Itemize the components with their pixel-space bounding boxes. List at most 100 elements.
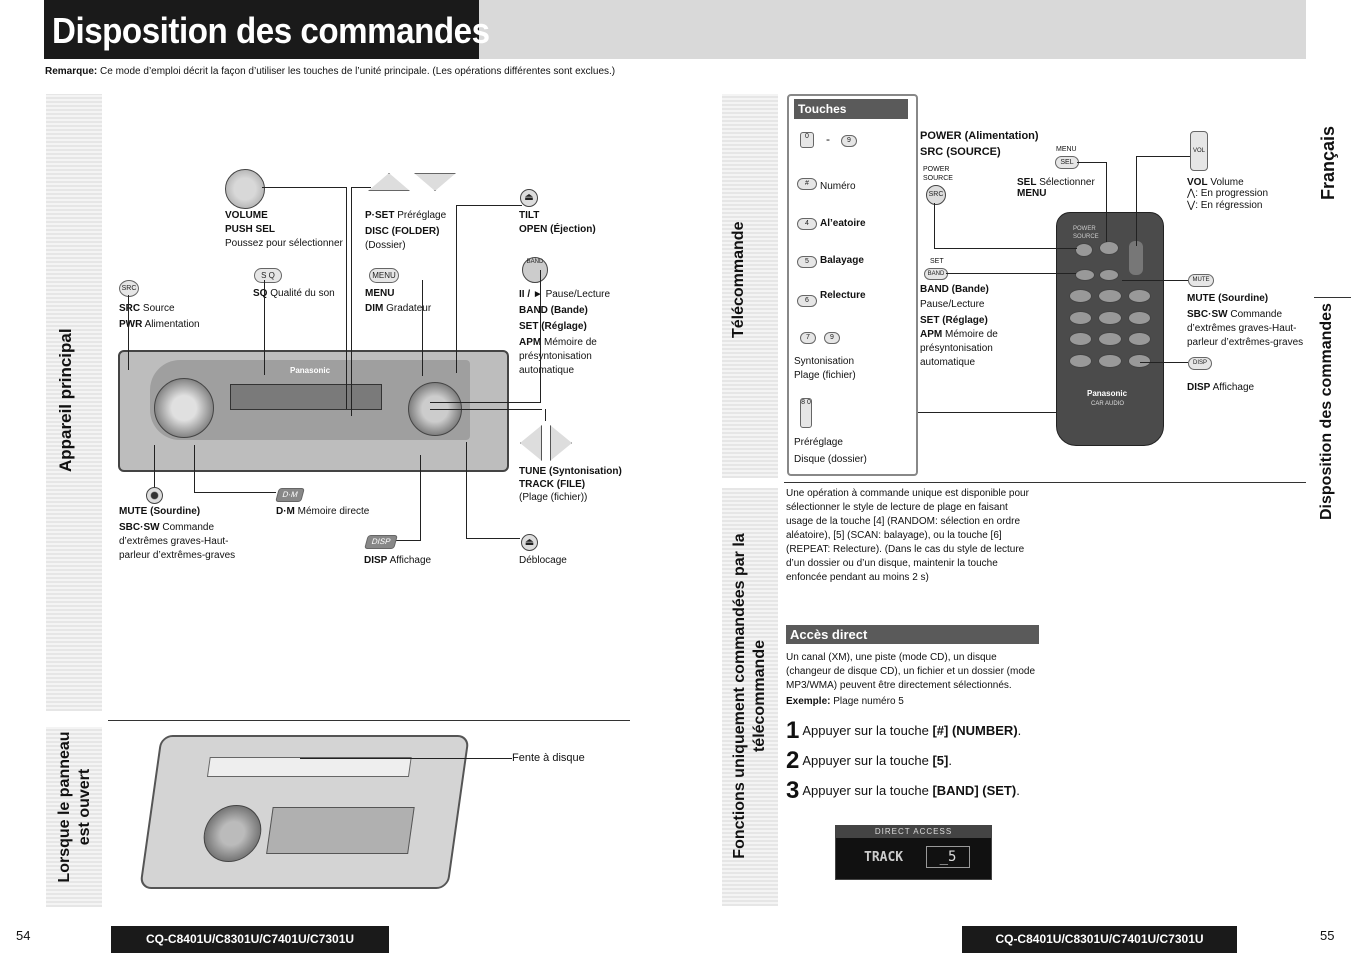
- key-scan-icon: 5: [797, 256, 817, 268]
- sq-button-icon: S Q: [254, 268, 282, 283]
- dm-button-icon: D·M: [275, 488, 305, 502]
- direct-access-example: Exemple: Plage numéro 5: [786, 696, 904, 707]
- key-repeat-icon: 6: [797, 295, 817, 307]
- label-vol-down: ⋁: En régression: [1187, 200, 1263, 211]
- key-number-icon: #: [797, 178, 817, 190]
- key-random-icon: 4: [797, 218, 817, 230]
- preset-down-button-icon: [414, 173, 456, 191]
- preset-up-button-icon: [368, 173, 410, 191]
- open-panel-knob-icon: [199, 805, 265, 862]
- label-tune: TUNE (Syntonisation): [519, 466, 622, 477]
- label-release: Déblocage: [519, 555, 567, 566]
- remark-text: Ce mode d’emploi décrit la façon d’utili…: [97, 66, 616, 77]
- label-remote-mute: MUTE (Sourdine): [1187, 293, 1269, 304]
- label-plage: Plage (fichier): [794, 370, 856, 381]
- label-remote-apm: APM Mémoire de présyntonisation automati…: [920, 329, 998, 368]
- label-pause: II / ► Pause/Lecture: [519, 289, 611, 300]
- key-8-0-icon: 8 0: [800, 398, 812, 428]
- label-push-sel: PUSH SEL: [225, 224, 276, 235]
- src-button-icon: SRC: [119, 280, 139, 297]
- label-prereglage: Préréglage: [794, 437, 843, 448]
- remote-vol-button-icon: VOL: [1190, 131, 1208, 171]
- label-disc: DISC (FOLDER): [365, 226, 440, 237]
- volume-knob-icon: [225, 169, 265, 209]
- release-icon: ⏏: [521, 534, 538, 551]
- remote-drawing-band: [1075, 269, 1095, 281]
- remote-illustration: POWER SOURCE Panasonic CAR AUDIO: [1056, 212, 1164, 446]
- power-source-caption: POWER SOURCE: [923, 166, 953, 182]
- numeric-keys-head: Touches numériques: [794, 99, 908, 136]
- label-remote-set: SET (Réglage): [920, 315, 988, 326]
- footer-model-right: CQ-C8401U/C8301U/C7401U/C7301U: [962, 926, 1237, 953]
- key-9-icon: 9: [841, 135, 857, 147]
- remote-brand: Panasonic: [1087, 389, 1128, 398]
- label-remote-pause: Pause/Lecture: [920, 299, 985, 310]
- label-disc-slot: Fente à disque: [512, 752, 585, 764]
- key-9b-icon: 9: [824, 332, 840, 344]
- eject-icon: ⏏: [520, 189, 538, 207]
- remote-drawing-mute: [1099, 269, 1119, 281]
- lcd-head: DIRECT ACCESS: [836, 826, 991, 838]
- key-7-icon: 7: [800, 332, 816, 344]
- remark: Remarque: Ce mode d’emploi décrit la faç…: [45, 65, 615, 79]
- remote-drawing-src: [1075, 243, 1093, 257]
- label-remote-power: POWER (Alimentation): [920, 130, 1039, 142]
- label-sbcsw: SBC·SW Commande d’extrêmes graves-Haut-p…: [119, 522, 236, 561]
- label-remote-disp: DISP Affichage: [1187, 382, 1255, 393]
- remote-drawing-keypad: [1069, 289, 1151, 369]
- side-band-open: [46, 727, 102, 907]
- side-label-open: Lorsque le panneau est ouvert: [56, 731, 93, 883]
- label-volume: VOLUME: [225, 210, 268, 221]
- disp-button-icon: DISP: [364, 535, 398, 549]
- label-remote-sbcsw: SBC·SW Commande d’extrêmes graves-Haut-p…: [1187, 309, 1304, 348]
- label-set: SET (Réglage): [519, 321, 587, 332]
- page-title: Disposition des commandes: [52, 10, 490, 51]
- side-label-lang: Français: [1318, 125, 1338, 200]
- direct-access-text: Un canal (XM), une piste (mode CD), un d…: [786, 652, 1036, 691]
- remote-drawing-sel: [1099, 241, 1119, 255]
- label-sq: SQ Qualité du son: [253, 288, 335, 299]
- side-label-section: Disposition des commandes: [1318, 303, 1335, 520]
- menu-button-icon: MENU: [369, 268, 399, 283]
- label-relecture: Relecture: [820, 290, 866, 301]
- lcd-display: DIRECT ACCESS TRACK _5: [835, 825, 992, 880]
- key-0-icon: 0: [800, 132, 814, 148]
- label-src: SRC Source: [119, 303, 175, 314]
- label-open: OPEN (Éjection): [519, 224, 596, 235]
- remote-disp-button-icon: DISP: [1188, 357, 1212, 370]
- label-tilt: TILT: [519, 210, 540, 221]
- label-disque: Disque (dossier): [794, 454, 867, 465]
- remote-drawing-vol: [1129, 241, 1143, 275]
- side-label-remote: Télécommande: [730, 221, 747, 338]
- disc-slot-icon: [206, 757, 412, 777]
- head-unit-volume-knob-icon: [154, 378, 214, 438]
- label-aleatoire: Al’eatoire: [820, 218, 866, 229]
- label-band: BAND (Bande): [519, 305, 588, 316]
- mute-button-icon: [146, 487, 163, 504]
- label-dim: DIM Gradateur: [365, 303, 432, 314]
- label-balayage: Balayage: [820, 255, 864, 266]
- label-track-desc: (Plage (fichier)): [519, 492, 588, 503]
- direct-access-head: Accès direct: [786, 625, 1039, 644]
- label-apm: APM Mémoire de présyntonisation automati…: [519, 337, 597, 376]
- title-box: [44, 0, 479, 59]
- label-pwr: PWR Alimentation: [119, 319, 200, 330]
- label-remote-menu: MENU: [1017, 188, 1047, 199]
- remark-label: Remarque:: [45, 66, 98, 77]
- dash-icon: -: [826, 132, 830, 146]
- remote-only-intro: Une opération à commande unique est disp…: [786, 488, 1029, 583]
- remote-mute-button-icon: MUTE: [1188, 274, 1214, 287]
- label-vol-up: ⋀: En progression: [1187, 188, 1269, 199]
- set-caption: SET: [930, 258, 944, 265]
- menu-caption: MENU: [1056, 146, 1077, 153]
- page-number-right: 55: [1320, 928, 1335, 943]
- remote-src-button-icon: SRC: [926, 185, 946, 205]
- label-pset: P·SET Préréglage: [365, 210, 447, 221]
- lcd-track: TRACK: [864, 850, 904, 865]
- label-disp: DISP Affichage: [364, 555, 432, 566]
- numeric-keys-box: [787, 94, 918, 476]
- page-number-left: 54: [16, 928, 31, 943]
- open-panel-face: [266, 807, 415, 854]
- vol-down-icon: ⋁: [1187, 200, 1196, 211]
